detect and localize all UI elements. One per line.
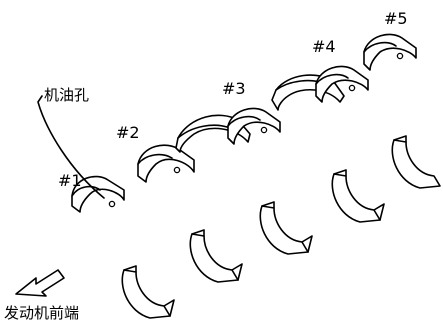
lower-bearing-5 [391, 135, 441, 189]
oil-hole-2 [173, 166, 181, 174]
lower-bearing-3 [259, 201, 313, 255]
oil-hole-5 [396, 52, 404, 60]
engine-front-arrow-icon [15, 269, 65, 297]
label-oil-hole: 机油孔 [44, 86, 89, 104]
label-bearing-3: #3 [222, 79, 246, 98]
lower-bearing-2 [189, 229, 243, 283]
oil-hole-3 [260, 126, 268, 134]
label-bearing-2: #2 [116, 123, 140, 142]
label-engine-front: 发动机前端 [4, 304, 79, 322]
lower-bearing-4 [331, 169, 385, 223]
label-bearing-4: #4 [312, 37, 336, 56]
oil-hole-1 [108, 200, 116, 208]
lower-bearing-1 [121, 265, 175, 319]
label-bearing-1: #1 [58, 171, 82, 190]
upper-bearing-2 [137, 144, 195, 183]
oil-hole-leader-line [37, 95, 105, 199]
oil-hole-4 [348, 84, 356, 92]
label-bearing-5: #5 [384, 9, 408, 28]
upper-bearing-3 [227, 107, 281, 145]
upper-bearing-4 [315, 65, 369, 103]
upper-bearing-5 [363, 33, 417, 71]
